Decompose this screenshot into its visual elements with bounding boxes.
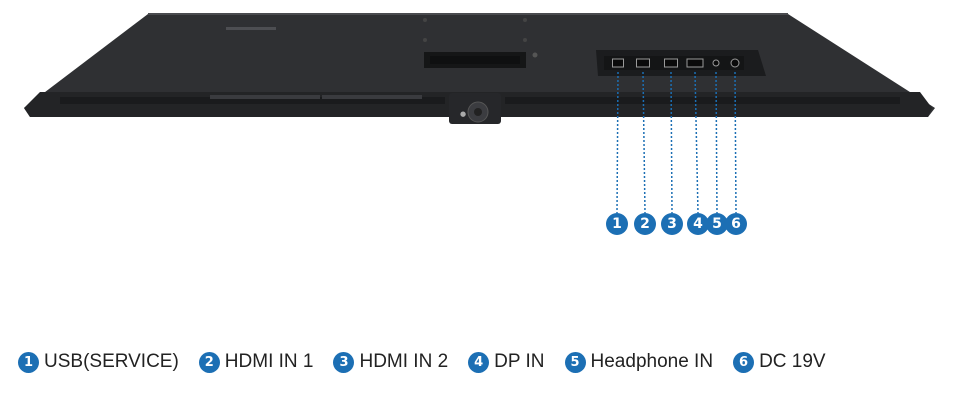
legend-number-badge: 6 <box>733 351 755 373</box>
guide-line <box>694 71 699 214</box>
legend-label: DP IN <box>494 351 545 372</box>
legend-number-badge: 3 <box>333 351 355 373</box>
guide-line <box>734 71 737 214</box>
legend-label: DC 19V <box>759 351 826 372</box>
port-number-badge: 5 <box>706 213 728 235</box>
usb-port-icon <box>612 58 624 68</box>
legend-label: HDMI IN 2 <box>359 351 449 372</box>
port-number-badge: 6 <box>725 213 747 235</box>
guide-line <box>715 71 718 214</box>
dc-power-icon <box>730 58 740 68</box>
port-number-badge: 1 <box>606 213 628 235</box>
vent-right <box>322 95 422 99</box>
legend-number-badge: 2 <box>198 351 220 373</box>
port-number-badge: 3 <box>661 213 683 235</box>
legend-number-badge: 1 <box>18 351 39 373</box>
svg-text:●: ● <box>460 110 466 118</box>
hdmi-port-icon <box>664 58 678 68</box>
vent-left <box>210 95 320 99</box>
hdmi-port-icon <box>636 58 650 68</box>
legend-label: HDMI IN 1 <box>224 351 314 372</box>
guide-line <box>616 71 619 214</box>
legend-label: Headphone IN <box>590 351 714 372</box>
headphone-jack-icon <box>712 59 720 67</box>
guide-line <box>670 71 673 214</box>
legend-number-badge: 5 <box>564 351 586 373</box>
guide-line <box>642 71 646 214</box>
brand-logo <box>226 27 276 30</box>
port-number-badge: 4 <box>687 213 709 235</box>
legend-number-badge: 4 <box>468 351 490 373</box>
legend-label: USB(SERVICE) <box>44 351 179 372</box>
displayport-icon <box>686 58 704 68</box>
port-number-badge: 2 <box>634 213 656 235</box>
